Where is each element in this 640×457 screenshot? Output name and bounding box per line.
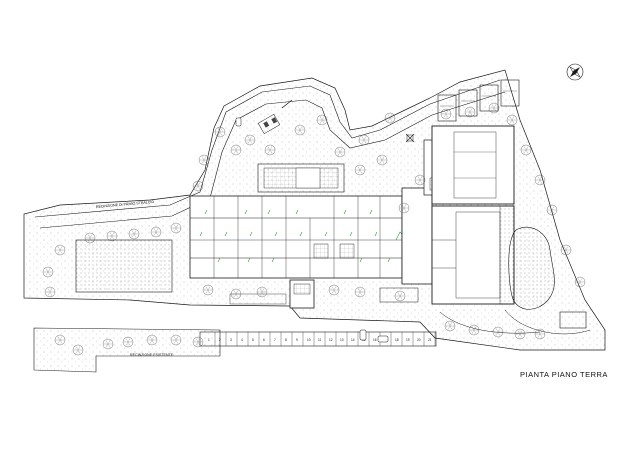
tree-icon	[514, 328, 526, 340]
tree-icon	[328, 284, 340, 296]
tree-icon	[256, 286, 268, 298]
south-strip	[229, 293, 287, 305]
parking-stall-number: 6	[263, 338, 265, 342]
tree-icon	[150, 226, 162, 238]
tree-icon	[170, 334, 182, 346]
north-arrow-icon	[566, 63, 584, 81]
tree-icon	[202, 284, 214, 296]
tree-icon	[230, 288, 242, 300]
tree-icon	[316, 114, 328, 126]
bottom-road-label: RECINZIONE ESISTENTE	[130, 353, 174, 357]
tree-icon	[264, 144, 276, 156]
courtyard-north	[257, 163, 345, 193]
tree-icon	[198, 154, 210, 166]
east-garden	[508, 226, 555, 310]
tree-icon	[84, 232, 96, 244]
car-shelter	[257, 113, 281, 135]
tree-icon	[376, 154, 388, 166]
tree-icon	[122, 336, 134, 348]
building-west-wing	[189, 195, 403, 279]
tree-icon	[520, 144, 532, 156]
tree-icon	[102, 338, 114, 350]
tree-icon	[444, 320, 456, 332]
tree-icon	[128, 228, 140, 240]
parking-stall-number: 19	[406, 338, 410, 342]
tree-icon	[214, 126, 226, 138]
tree-icon	[354, 286, 366, 298]
building-connector	[401, 187, 433, 285]
parking-stall-number: 8	[285, 338, 287, 342]
tree-icon	[42, 266, 54, 278]
tree-icon	[574, 276, 586, 288]
parked-cars	[235, 117, 389, 343]
tree-icon	[506, 114, 518, 126]
tree-icon	[192, 336, 204, 348]
tree-icon	[294, 124, 306, 136]
parking-stall-number: 3	[230, 338, 232, 342]
tree-icon	[464, 106, 476, 118]
tree-icon	[230, 144, 242, 156]
tree-icon	[54, 334, 66, 346]
access-road	[34, 79, 501, 218]
tree-icon	[440, 108, 452, 120]
shed-east	[559, 311, 587, 329]
left-lot-tag: ·	[116, 265, 117, 269]
green-markers	[199, 209, 405, 263]
parking-stall-number: 16	[373, 338, 377, 342]
tree-icon	[384, 112, 396, 124]
tree-canopy-group	[42, 102, 586, 356]
tree-icon	[398, 202, 410, 214]
tree-icon	[146, 334, 158, 346]
building-east-block	[431, 125, 515, 305]
parking-stall-number: 13	[340, 338, 344, 342]
parking-stall-number: 4	[241, 338, 243, 342]
parking-stall-number: 18	[395, 338, 399, 342]
tree-icon	[354, 164, 366, 176]
tree-icon	[468, 324, 480, 336]
tree-icon	[534, 328, 546, 340]
parking-stall-number: 14	[351, 338, 355, 342]
left-lot	[75, 239, 173, 293]
south-garden	[33, 327, 221, 373]
tree-icon	[560, 244, 572, 256]
drawing-title: PIANTA PIANO TERRA	[520, 370, 608, 379]
parking-row: 123456789101112131415161718192021	[199, 331, 437, 347]
tree-icon	[358, 134, 370, 146]
tree-icon	[534, 174, 546, 186]
tree-icon	[394, 290, 406, 302]
chimney-mark	[405, 133, 415, 143]
parking-stall-number: 5	[252, 338, 254, 342]
tree-icon	[192, 180, 204, 192]
tree-icon	[414, 174, 426, 186]
tree-icon	[106, 230, 118, 242]
tree-icon	[170, 222, 182, 234]
tree-icon	[546, 204, 558, 216]
garages-top-right	[437, 79, 520, 122]
parking-stall-number: 21	[428, 338, 432, 342]
tree-icon	[54, 244, 66, 256]
tree-icon	[334, 146, 346, 158]
parking-stall-number: 11	[318, 338, 322, 342]
parking-stall-number: 12	[329, 338, 333, 342]
parking-stall-number: 7	[274, 338, 276, 342]
tree-icon	[492, 326, 504, 338]
tree-icon	[44, 286, 56, 298]
parking-stall-number: 10	[307, 338, 311, 342]
top-road-label: RECINZIONE DI PRIMO STRALCIO	[96, 200, 155, 209]
parking-stall-number: 9	[296, 338, 298, 342]
tree-icon	[488, 102, 500, 114]
tree-icon	[244, 134, 256, 146]
parking-stall-number: 20	[417, 338, 421, 342]
tree-icon	[72, 344, 84, 356]
